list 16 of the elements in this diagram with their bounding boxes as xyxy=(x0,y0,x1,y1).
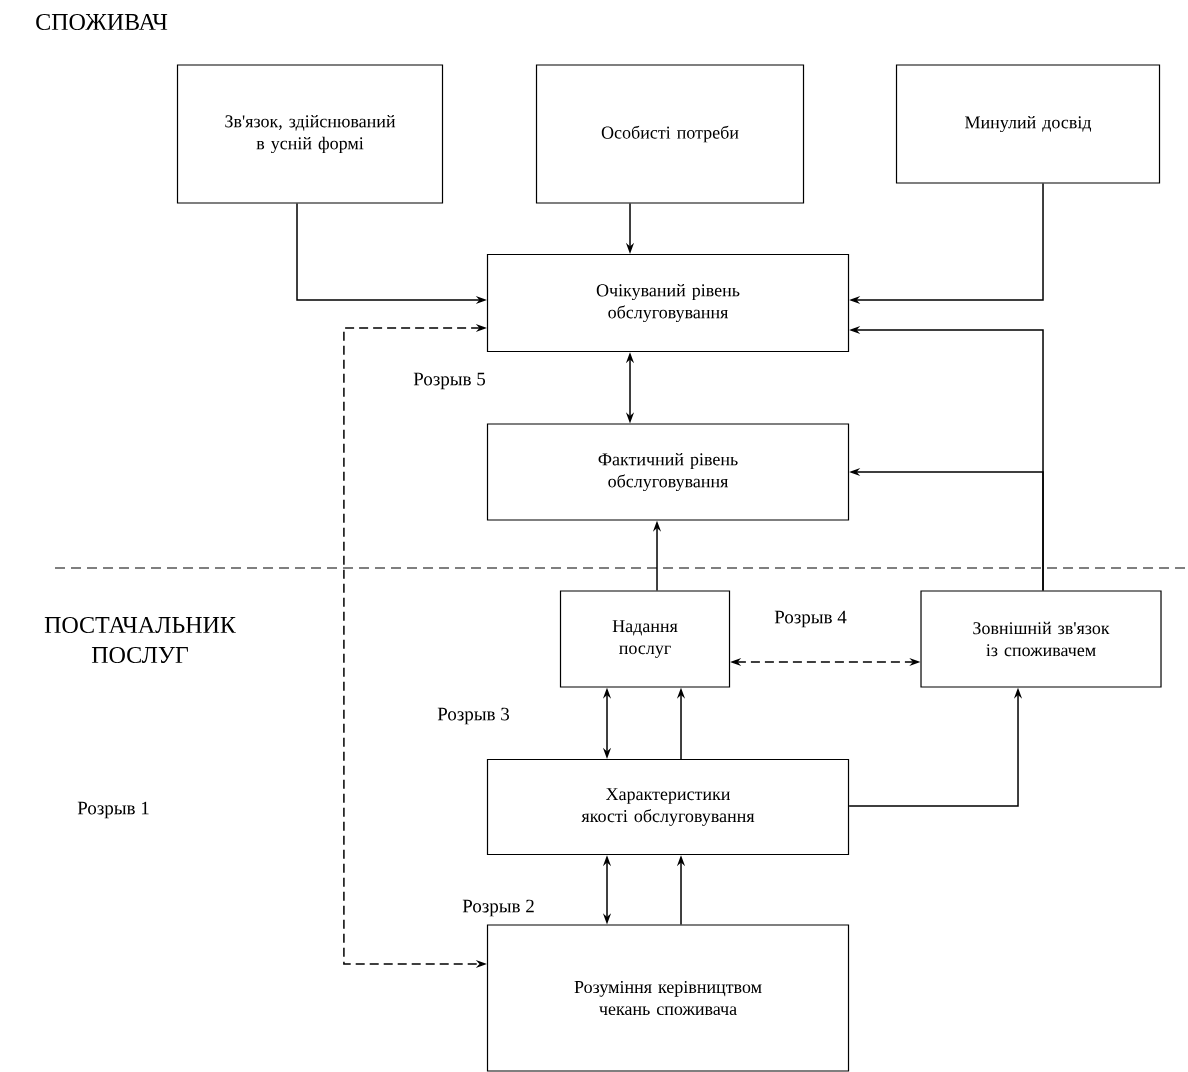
process-box: Очікуваний рівень обслуговування xyxy=(486,253,850,353)
gap-label: Розрыв 4 xyxy=(774,610,847,628)
gap-label: Розрыв 1 xyxy=(77,801,149,819)
process-box: Фактичний рівень обслуговування xyxy=(486,423,850,521)
process-box: Особисті потреби xyxy=(535,64,805,204)
process-box: Розуміння керівництвом чекань споживача xyxy=(486,924,850,1072)
gap-label: Розрыв 2 xyxy=(462,899,534,917)
gap-label: Розрыв 3 xyxy=(437,707,510,725)
gap-label: ПОСТАЧАЛЬНИК ПОСЛУГ xyxy=(44,616,236,664)
process-box: Характеристики якості обслуговування xyxy=(486,758,850,856)
gap-label: СПОЖИВАЧ xyxy=(36,13,168,31)
process-box: Надання послуг xyxy=(559,590,731,688)
gap-label: Розрыв 5 xyxy=(413,372,486,390)
process-box: Зв'язок, здійснюваний в усній формі xyxy=(176,64,444,204)
process-box: Зовнішній зв'язок із споживачем xyxy=(920,590,1162,688)
process-box: Минулий досвід xyxy=(895,64,1161,184)
